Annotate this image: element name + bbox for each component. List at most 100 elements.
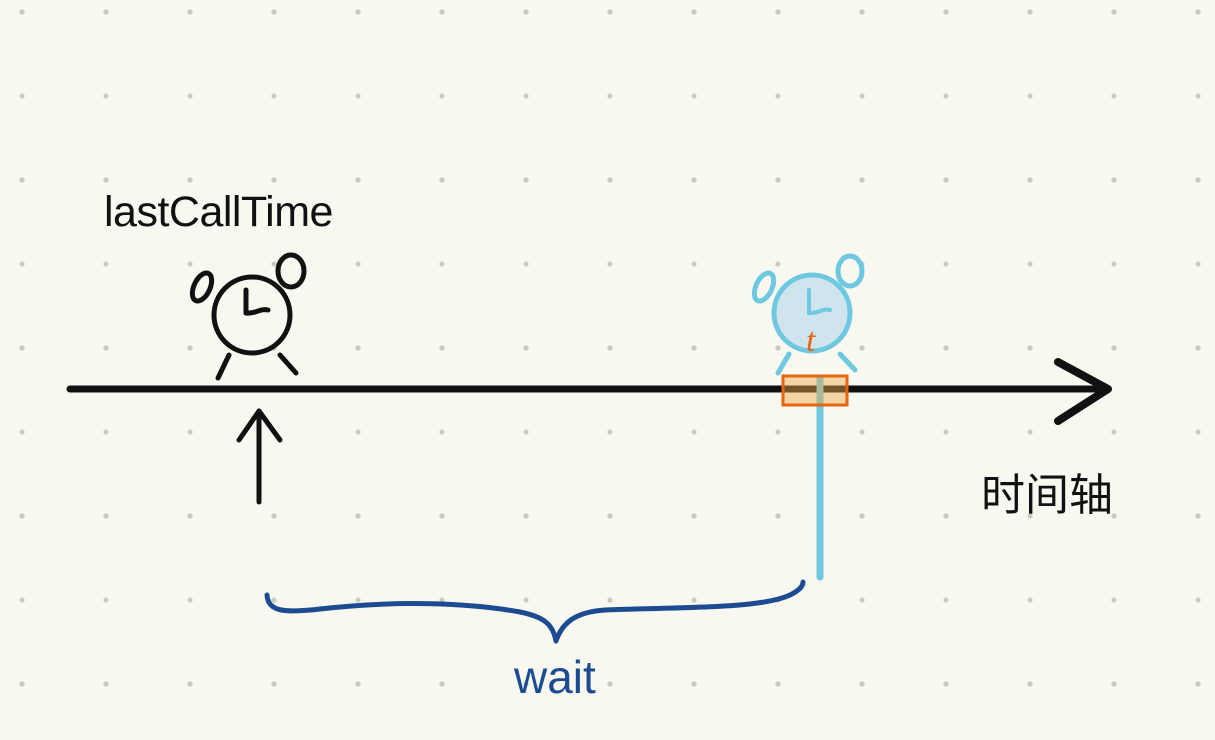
grid-dot (1111, 177, 1117, 183)
grid-dot (523, 513, 529, 519)
grid-dot (271, 261, 277, 267)
grid-dot (1111, 513, 1117, 519)
grid-dot (859, 345, 865, 351)
grid-dot (1111, 681, 1117, 687)
grid-dot (607, 9, 613, 15)
grid-dot (271, 9, 277, 15)
grid-dot (19, 177, 25, 183)
grid-dot (775, 9, 781, 15)
grid-dot (103, 597, 109, 603)
grid-dot (1027, 177, 1033, 183)
grid-dot (859, 513, 865, 519)
grid-dot (523, 93, 529, 99)
grid-dot (607, 177, 613, 183)
grid-dot (439, 93, 445, 99)
grid-dot (103, 261, 109, 267)
grid-dot (1027, 681, 1033, 687)
grid-dot (271, 177, 277, 183)
grid-dot (271, 513, 277, 519)
dot-grid-background (19, 9, 1201, 687)
grid-dot (355, 9, 361, 15)
grid-dot (19, 513, 25, 519)
grid-dot (1195, 681, 1201, 687)
grid-dot (859, 429, 865, 435)
grid-dot (607, 261, 613, 267)
grid-dot (1195, 9, 1201, 15)
grid-dot (439, 681, 445, 687)
grid-dot (859, 177, 865, 183)
grid-dot (19, 9, 25, 15)
grid-dot (103, 177, 109, 183)
grid-dot (607, 345, 613, 351)
grid-dot (943, 345, 949, 351)
grid-dot (1027, 513, 1033, 519)
grid-dot (943, 9, 949, 15)
grid-dot (691, 429, 697, 435)
grid-dot (943, 429, 949, 435)
grid-dot (859, 681, 865, 687)
grid-dot (523, 681, 529, 687)
grid-dot (355, 177, 361, 183)
grid-dot (1195, 93, 1201, 99)
grid-dot (523, 345, 529, 351)
grid-dot (523, 261, 529, 267)
grid-dot (691, 597, 697, 603)
target-time-label: t (806, 322, 816, 359)
grid-dot (439, 597, 445, 603)
wait-label: wait (514, 651, 596, 703)
grid-dot (607, 513, 613, 519)
grid-dot (439, 513, 445, 519)
grid-dot (271, 681, 277, 687)
grid-dot (1027, 429, 1033, 435)
grid-dot (1111, 93, 1117, 99)
grid-dot (1195, 513, 1201, 519)
grid-dot (1195, 429, 1201, 435)
grid-dot (19, 597, 25, 603)
grid-dot (1027, 9, 1033, 15)
grid-dot (439, 177, 445, 183)
grid-dot (19, 681, 25, 687)
grid-dot (1027, 93, 1033, 99)
grid-dot (607, 597, 613, 603)
grid-dot (943, 513, 949, 519)
grid-dot (775, 429, 781, 435)
grid-dot (691, 177, 697, 183)
grid-dot (1195, 597, 1201, 603)
grid-dot (187, 261, 193, 267)
grid-dot (19, 345, 25, 351)
grid-dot (691, 93, 697, 99)
grid-dot (271, 93, 277, 99)
grid-dot (19, 261, 25, 267)
grid-dot (1111, 345, 1117, 351)
grid-dot (187, 177, 193, 183)
grid-dot (1195, 177, 1201, 183)
grid-dot (103, 93, 109, 99)
grid-dot (1111, 9, 1117, 15)
timeline-arrowhead (1054, 358, 1112, 425)
grid-dot (691, 681, 697, 687)
grid-dot (775, 345, 781, 351)
grid-dot (103, 345, 109, 351)
grid-dot (943, 261, 949, 267)
grid-dot (19, 93, 25, 99)
grid-dot (775, 261, 781, 267)
grid-dot (187, 9, 193, 15)
grid-dot (355, 345, 361, 351)
grid-dot (355, 513, 361, 519)
alarm-clock-icon (751, 253, 865, 376)
grid-dot (103, 9, 109, 15)
grid-dot (523, 9, 529, 15)
grid-dot (19, 429, 25, 435)
grid-dot (1195, 261, 1201, 267)
grid-dot (943, 597, 949, 603)
grid-dot (775, 513, 781, 519)
grid-dot (355, 681, 361, 687)
grid-dot (1027, 597, 1033, 603)
grid-dot (775, 681, 781, 687)
grid-dot (187, 429, 193, 435)
grid-dot (355, 597, 361, 603)
grid-dot (103, 513, 109, 519)
grid-dot (355, 261, 361, 267)
grid-dot (103, 681, 109, 687)
